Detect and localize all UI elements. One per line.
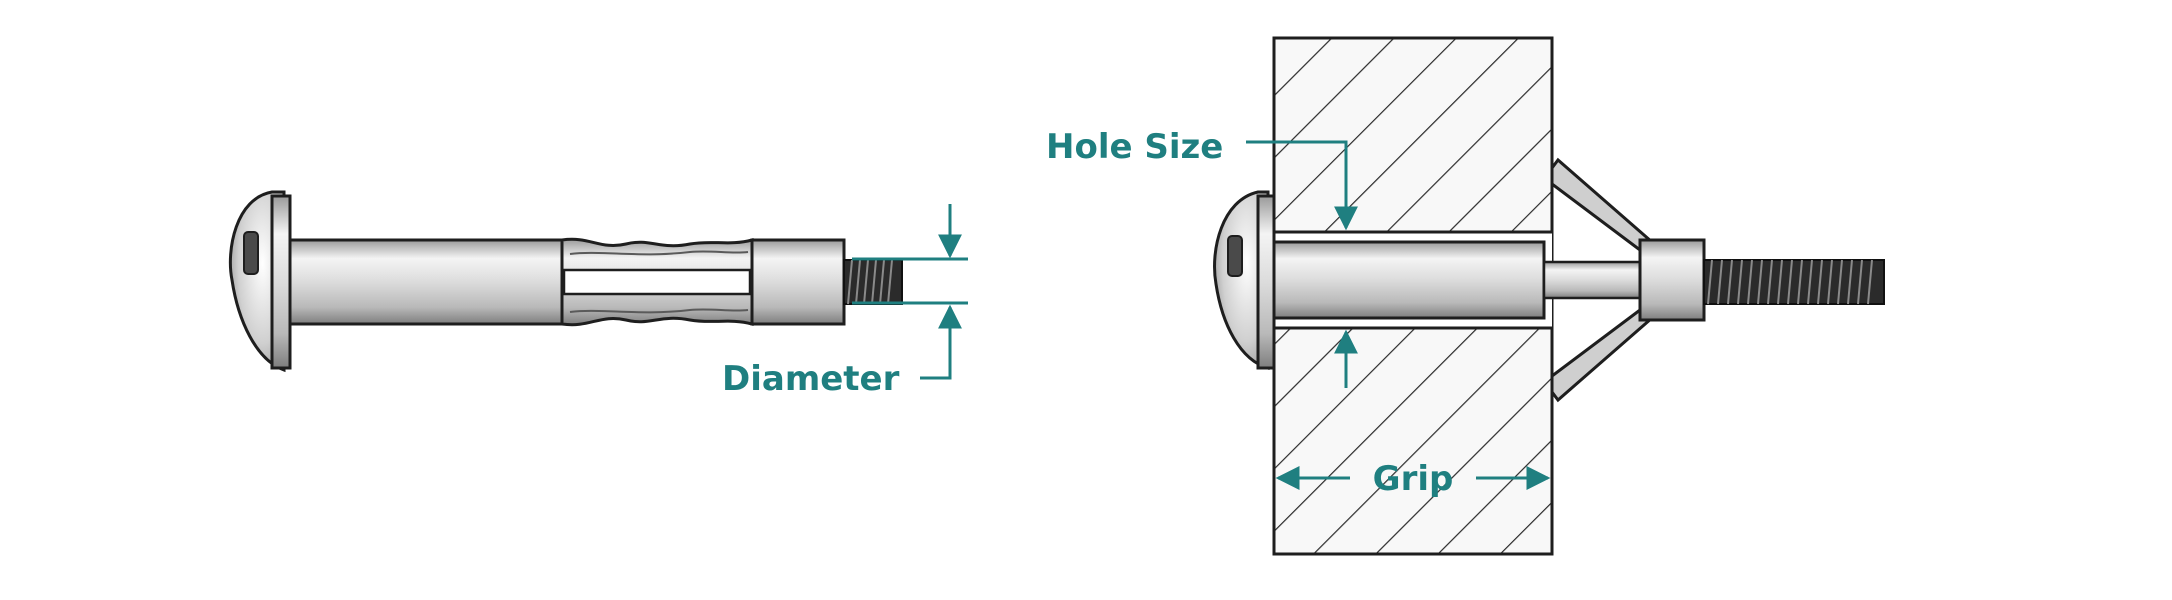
unset-anchor: Diameter xyxy=(228,190,968,399)
diameter-arrow-bottom xyxy=(920,304,962,380)
installed-sleeve xyxy=(1272,240,1546,320)
installed-anchor-head xyxy=(1213,190,1270,370)
anchor-sleeve xyxy=(288,238,564,326)
grip-label: Grip xyxy=(1373,459,1454,499)
expanded-leg-top xyxy=(1550,157,1655,252)
installed-flange xyxy=(1256,194,1276,370)
anchor-flange xyxy=(270,194,292,370)
thread-ridges xyxy=(847,259,893,305)
installed-thread-ridges xyxy=(1707,259,1873,305)
anchor-nut xyxy=(750,238,846,326)
anchor-head-slot xyxy=(243,231,259,275)
installed-screw-shank xyxy=(1542,260,1642,300)
installed-head-slot xyxy=(1227,235,1243,277)
diameter-label: Diameter xyxy=(722,359,900,399)
installed-anchor: Hole Size Grip xyxy=(1046,36,1885,556)
anchor-slot xyxy=(562,268,752,296)
installed-nut xyxy=(1638,238,1706,322)
hole-size-label: Hole Size xyxy=(1046,127,1223,167)
expanded-leg-bottom xyxy=(1550,308,1655,403)
hole-size-arrow-top xyxy=(1246,140,1358,231)
anchor-leg-ridge xyxy=(569,250,749,256)
installed-screw-thread xyxy=(1703,259,1885,305)
anchor-leg-ridge xyxy=(569,308,749,314)
